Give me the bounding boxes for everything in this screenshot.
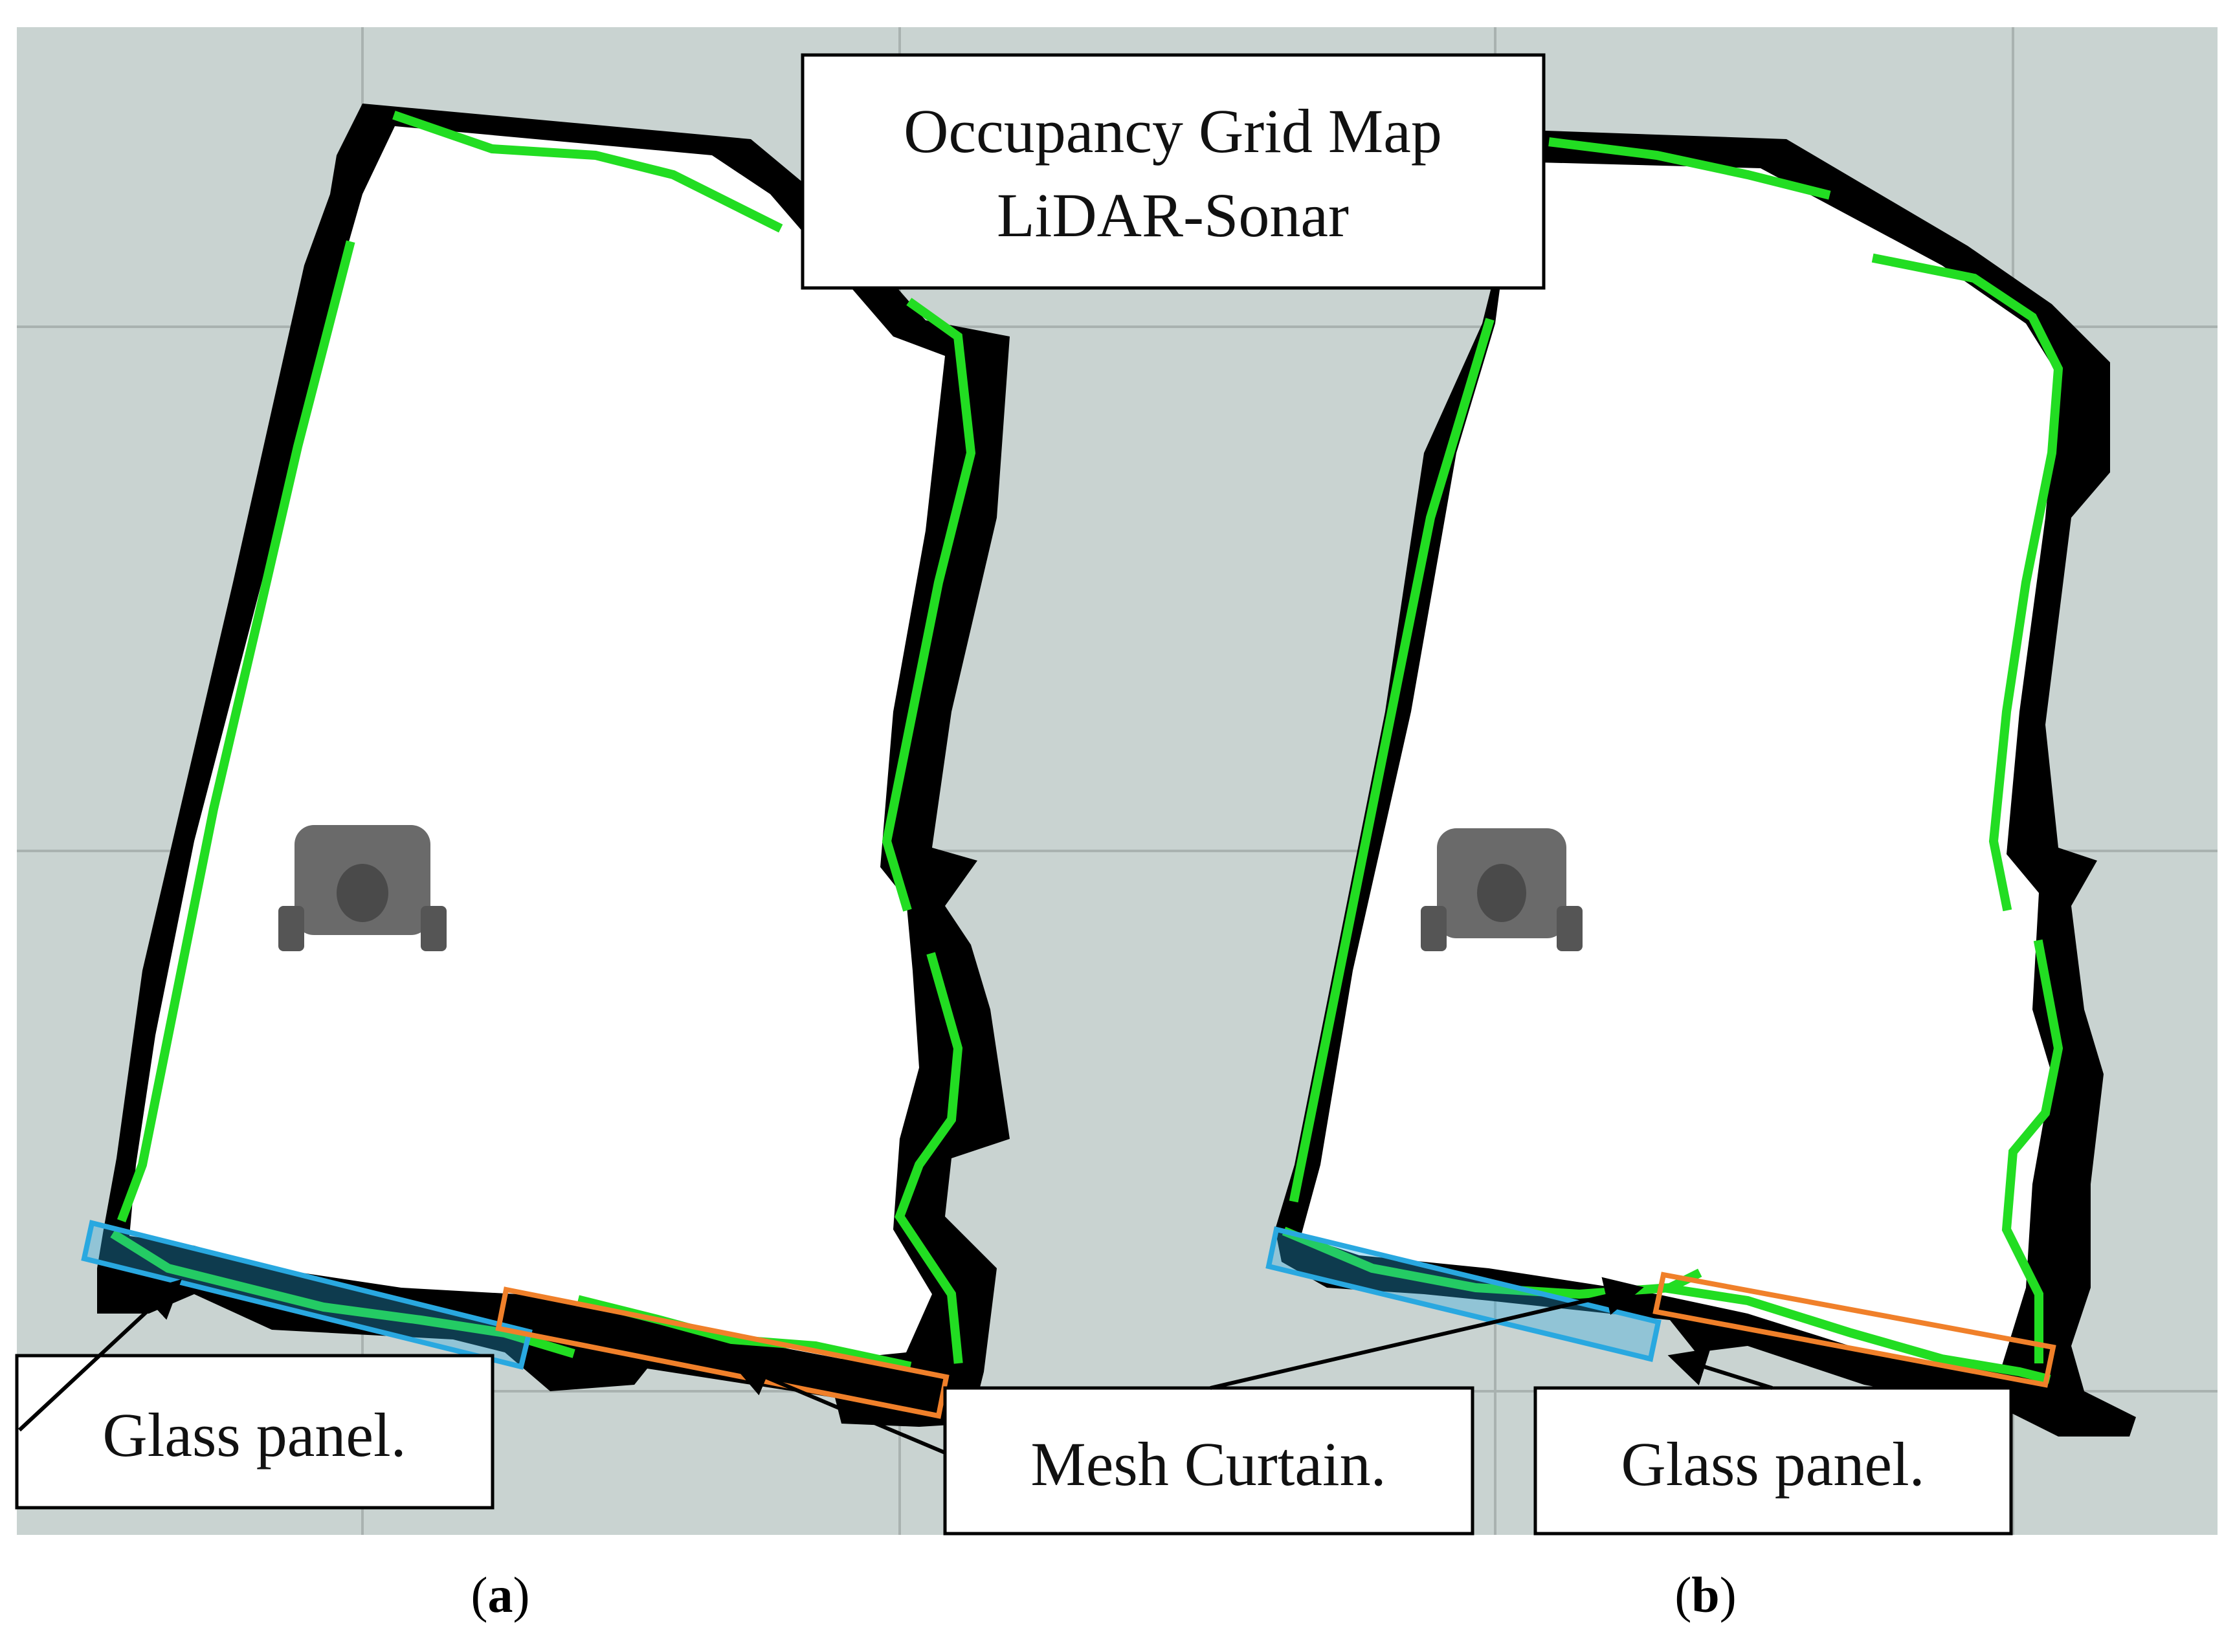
lidar-scan-b bbox=[1282, 137, 2063, 1384]
caption-b: (b) bbox=[1674, 1567, 1737, 1623]
map-panel-a bbox=[81, 104, 1010, 1427]
free-space-b bbox=[1301, 162, 2058, 1372]
arrow-mesh-curtain-b bbox=[1210, 1277, 1644, 1390]
title-line-2: LiDAR-Sonar bbox=[997, 181, 1349, 250]
free-space-a bbox=[129, 126, 945, 1359]
arrow-glass-panel-b bbox=[1667, 1348, 1773, 1390]
caption-a-letter: a bbox=[487, 1567, 513, 1623]
caption-a: (a) bbox=[471, 1567, 530, 1623]
arrows bbox=[17, 1277, 1773, 1455]
mesh-curtain-highlight-a bbox=[495, 1286, 950, 1419]
lidar-scan-a bbox=[110, 111, 976, 1371]
caption-b-letter: b bbox=[1691, 1567, 1720, 1623]
mesh-curtain-highlight-b bbox=[1652, 1272, 2056, 1388]
callout-mesh-curtain: Mesh Curtain. bbox=[943, 1386, 1474, 1536]
title-line-1: Occupancy Grid Map bbox=[904, 96, 1442, 166]
title-box: Occupancy Grid Map LiDAR-Sonar bbox=[801, 53, 1546, 290]
callout-glass-panel-a: Glass panel. bbox=[15, 1354, 495, 1510]
map-panel-b bbox=[1265, 129, 2136, 1437]
glass-panel-label-a: Glass panel. bbox=[102, 1400, 406, 1470]
callout-glass-panel-b: Glass panel. bbox=[1533, 1386, 2013, 1536]
glass-panel-highlight-b bbox=[1265, 1226, 1662, 1362]
robot-b bbox=[1421, 828, 1583, 951]
robot-a bbox=[278, 825, 447, 951]
arrow-glass-panel-a bbox=[17, 1279, 182, 1432]
mesh-curtain-label: Mesh Curtain. bbox=[1030, 1429, 1386, 1499]
glass-panel-highlight-a bbox=[81, 1220, 533, 1370]
glass-panel-label-b: Glass panel. bbox=[1621, 1429, 1924, 1499]
arrow-mesh-curtain-a bbox=[730, 1360, 946, 1455]
